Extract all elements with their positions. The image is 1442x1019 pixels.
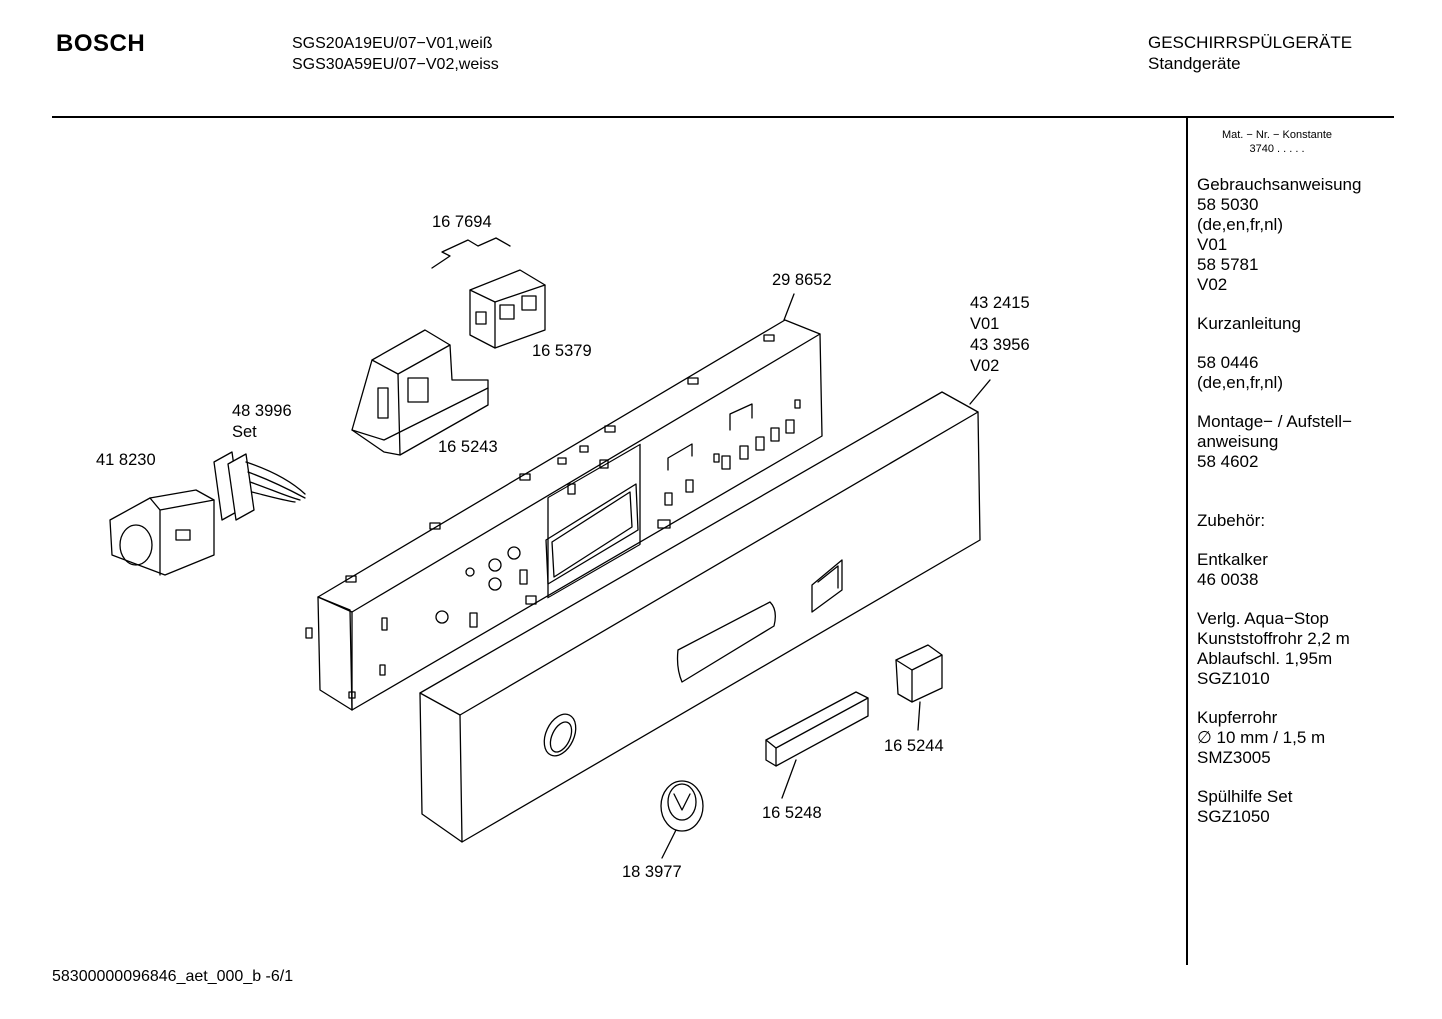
sidebar-line: SGZ1050 [1197,807,1270,826]
sidebar-line: Kurzanleitung [1197,314,1301,333]
brand-logo: BOSCH [56,30,146,57]
switch-housing [351,329,489,456]
control-panel-frame [305,319,823,711]
callout-line: V01 [970,315,1000,333]
sidebar-header-line: 3740 . . . . . [1249,143,1305,155]
sidebar-line: V01 [1197,235,1228,254]
callout-line: V02 [970,357,1000,375]
callout-165243: 16 5243 [438,438,498,456]
sidebar-line: 58 5781 [1197,255,1259,274]
callout-432415: 43 2415 V01 43 3956 V02 [970,293,1030,377]
sidebar-line: SMZ3005 [1197,748,1271,767]
category-title: GESCHIRRSPÜLGERÄTE Standgeräte [1148,32,1352,74]
sidebar-line: Montage− / Aufstell− [1197,412,1352,431]
model-line: SGS30A59EU/07−V02,weiss [292,56,499,73]
sidebar-block-aquastop: Verlg. Aqua−Stop Kunststoffrohr 2,2 m Ab… [1197,609,1387,689]
callout-line: 43 2415 [970,294,1030,312]
sidebar-line: Gebrauchsanweisung [1197,175,1362,194]
sidebar-line: Spülhilfe Set [1197,787,1293,806]
sidebar-line: anweisung [1197,432,1279,451]
model-list: SGS20A19EU/07−V01,weiß SGS30A59EU/07−V02… [292,33,499,75]
front-panel [419,391,981,843]
callout-483996: 48 3996 Set [232,401,292,443]
sidebar-line: 58 0446 [1197,353,1259,372]
callout-line: Set [232,423,257,441]
sidebar-line: Kunststoffrohr 2,2 m [1197,629,1350,648]
sidebar-block-installation: Montage− / Aufstell− anweisung 58 4602 [1197,412,1387,472]
parts-sidebar: Mat. − Nr. − Konstante 3740 . . . . . Ge… [1197,128,1387,827]
callout-165379: 16 5379 [532,342,592,360]
sidebar-line: (de,en,fr,nl) [1197,373,1283,392]
sidebar-line: SGZ1010 [1197,669,1270,688]
sidebar-line: V02 [1197,275,1228,294]
callout-line: 43 3956 [970,336,1030,354]
timer-part [109,489,215,576]
sidebar-header: Mat. − Nr. − Konstante 3740 . . . . . [1192,128,1362,156]
knob-part [660,780,704,832]
strip-part [765,691,869,767]
sidebar-line: Zubehör: [1197,511,1266,530]
indicator-part [895,644,943,703]
clip-part [431,237,511,269]
connector-set [213,451,306,521]
callout-167694: 16 7694 [432,213,492,231]
sidebar-block-accessories: Zubehör: [1197,511,1387,531]
exploded-diagram [109,237,991,859]
callout-183977: 18 3977 [622,863,682,881]
sidebar-block-descaler: Entkalker 46 0038 [1197,550,1387,590]
sidebar-block-copper-pipe: Kupferrohr ∅ 10 mm / 1,5 m SMZ3005 [1197,708,1387,768]
sidebar-block-short-guide: Kurzanleitung [1197,314,1387,334]
header-divider [52,116,1394,118]
sidebar-line: Ablaufschl. 1,95m [1197,649,1333,668]
sidebar-block-rinse-set: Spülhilfe Set SGZ1050 [1197,787,1387,827]
sidebar-line: Kupferrohr [1197,708,1278,727]
callout-298652: 29 8652 [772,271,832,289]
leader-lines [661,293,991,859]
sidebar-block-manual: Gebrauchsanweisung 58 5030 (de,en,fr,nl)… [1197,175,1387,295]
callout-line: 48 3996 [232,402,292,420]
sidebar-line: ∅ 10 mm / 1,5 m [1197,728,1326,747]
callout-165244: 16 5244 [884,737,944,755]
document-id: 58300000096846_aet_000_b -6/1 [52,968,294,985]
switch-part [469,269,546,349]
sidebar-line: 58 4602 [1197,452,1259,471]
sidebar-divider [1186,117,1188,965]
category-line: GESCHIRRSPÜLGERÄTE [1148,33,1353,52]
callout-418230: 41 8230 [96,451,156,469]
sidebar-header-line: Mat. − Nr. − Konstante [1221,129,1333,141]
sidebar-line: (de,en,fr,nl) [1197,215,1283,234]
sidebar-line: 46 0038 [1197,570,1259,589]
category-line: Standgeräte [1148,54,1241,73]
sidebar-line: Entkalker [1197,550,1268,569]
callout-165248: 16 5248 [762,804,822,822]
model-line: SGS20A19EU/07−V01,weiß [292,35,493,52]
sidebar-block-short-guide-number: 58 0446 (de,en,fr,nl) [1197,353,1387,393]
sidebar-line: 58 5030 [1197,195,1259,214]
sidebar-line: Verlg. Aqua−Stop [1197,609,1329,628]
